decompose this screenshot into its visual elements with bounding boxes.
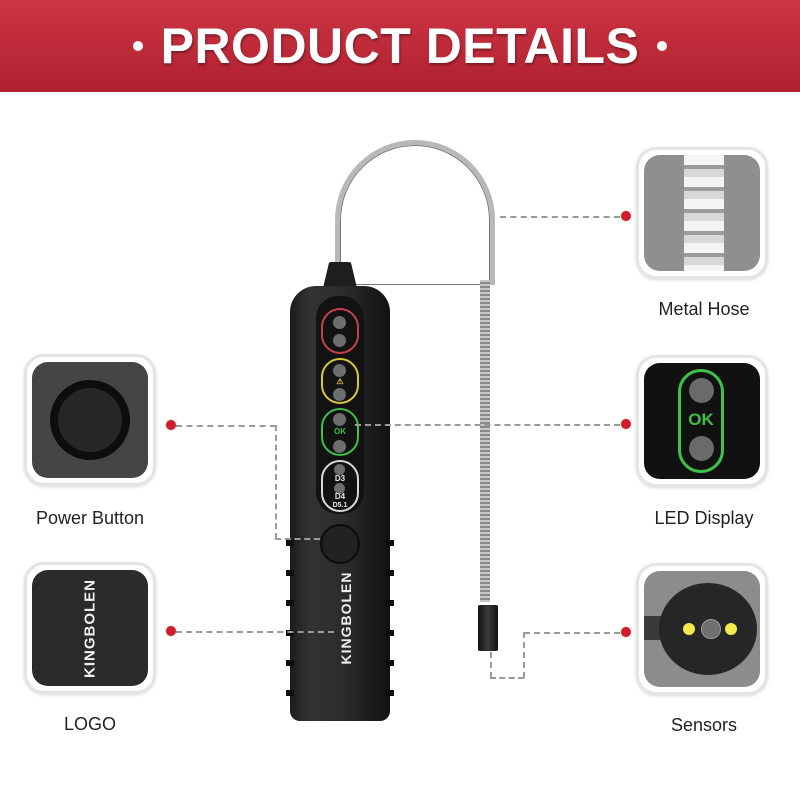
callout-metal-hose	[636, 147, 768, 279]
grip-rib	[286, 690, 294, 696]
grip-rib	[386, 630, 394, 636]
marker-dot	[621, 627, 631, 637]
grip-rib	[286, 630, 294, 636]
connector-line	[523, 632, 525, 678]
led-indicator	[333, 413, 346, 426]
page-title: PRODUCT DETAILS	[132, 17, 668, 75]
title-text: PRODUCT DETAILS	[160, 18, 640, 74]
led-group-green: OK	[321, 408, 359, 456]
button-face	[58, 388, 122, 452]
connector-line	[275, 538, 320, 540]
d3-label: D3	[334, 474, 346, 483]
power-button-image	[32, 362, 148, 478]
metal-hose-image	[644, 155, 760, 271]
led-panel: ⚠ OK D3 D4 D5.1	[316, 296, 364, 514]
callout-sensors	[636, 563, 768, 695]
callout-label: LOGO	[63, 714, 116, 734]
callout-label: Sensors	[670, 715, 738, 735]
led-indicator	[333, 316, 346, 329]
ok-led-frame: OK	[678, 369, 724, 473]
led-indicator	[334, 483, 345, 494]
connector-line	[355, 424, 620, 426]
connector-line	[176, 425, 276, 427]
hose-closeup	[684, 155, 724, 271]
grip-rib	[386, 540, 394, 546]
ok-label: OK	[688, 410, 714, 429]
sensors-image	[644, 571, 760, 687]
sensor-tip	[478, 605, 498, 651]
grip-rib	[386, 600, 394, 606]
connector-line	[176, 631, 334, 633]
logo-image: KINGBOLEN	[32, 570, 148, 686]
metal-hose-straight	[480, 280, 490, 602]
connector-line	[490, 652, 492, 678]
callout-led-display: OK	[636, 355, 768, 487]
sensor-head	[659, 583, 757, 675]
bullet-icon	[657, 41, 668, 51]
connector-line	[275, 425, 277, 539]
sensor-led	[683, 623, 695, 635]
ok-label: OK	[334, 427, 346, 436]
led-indicator	[689, 378, 714, 403]
led-indicator	[333, 440, 346, 453]
callout-power-button	[24, 354, 156, 486]
marker-dot	[166, 626, 176, 636]
led-indicator	[333, 364, 346, 377]
led-indicator	[333, 334, 346, 347]
header-banner: PRODUCT DETAILS	[0, 0, 800, 92]
led-indicator	[333, 388, 346, 401]
grip-rib	[286, 540, 294, 546]
metal-hose-curve	[335, 140, 495, 285]
grip-rib	[286, 600, 294, 606]
grip-rib	[286, 570, 294, 576]
sensor-led	[725, 623, 737, 635]
connector-line	[500, 216, 620, 218]
bullet-icon	[132, 41, 143, 51]
grip-rib	[386, 690, 394, 696]
marker-dot	[621, 419, 631, 429]
callout-logo: KINGBOLEN	[24, 562, 156, 694]
led-indicator	[334, 464, 345, 475]
led-group-white: D3 D4 D5.1	[321, 460, 359, 512]
brand-logo: KINGBOLEN	[338, 571, 354, 665]
callout-label: Metal Hose	[658, 299, 750, 319]
warning-icon: ⚠	[336, 377, 344, 386]
connector-line	[524, 632, 620, 634]
connector-line	[490, 677, 524, 679]
led-display-image: OK	[644, 363, 760, 479]
brand-logo-closeup: KINGBOLEN	[81, 579, 99, 678]
sensor-probe	[701, 619, 721, 639]
power-button[interactable]	[320, 524, 360, 564]
d4-label: D4	[334, 492, 346, 501]
marker-dot	[166, 420, 176, 430]
grip-rib	[386, 660, 394, 666]
grip-rib	[386, 570, 394, 576]
callout-label: Power Button	[35, 508, 145, 528]
grip-rib	[286, 660, 294, 666]
led-group-yellow: ⚠	[321, 358, 359, 404]
led-group-red	[321, 308, 359, 354]
d5-label: D5.1	[332, 502, 348, 509]
led-indicator	[689, 436, 714, 461]
callout-label: LED Display	[654, 508, 754, 528]
marker-dot	[621, 211, 631, 221]
